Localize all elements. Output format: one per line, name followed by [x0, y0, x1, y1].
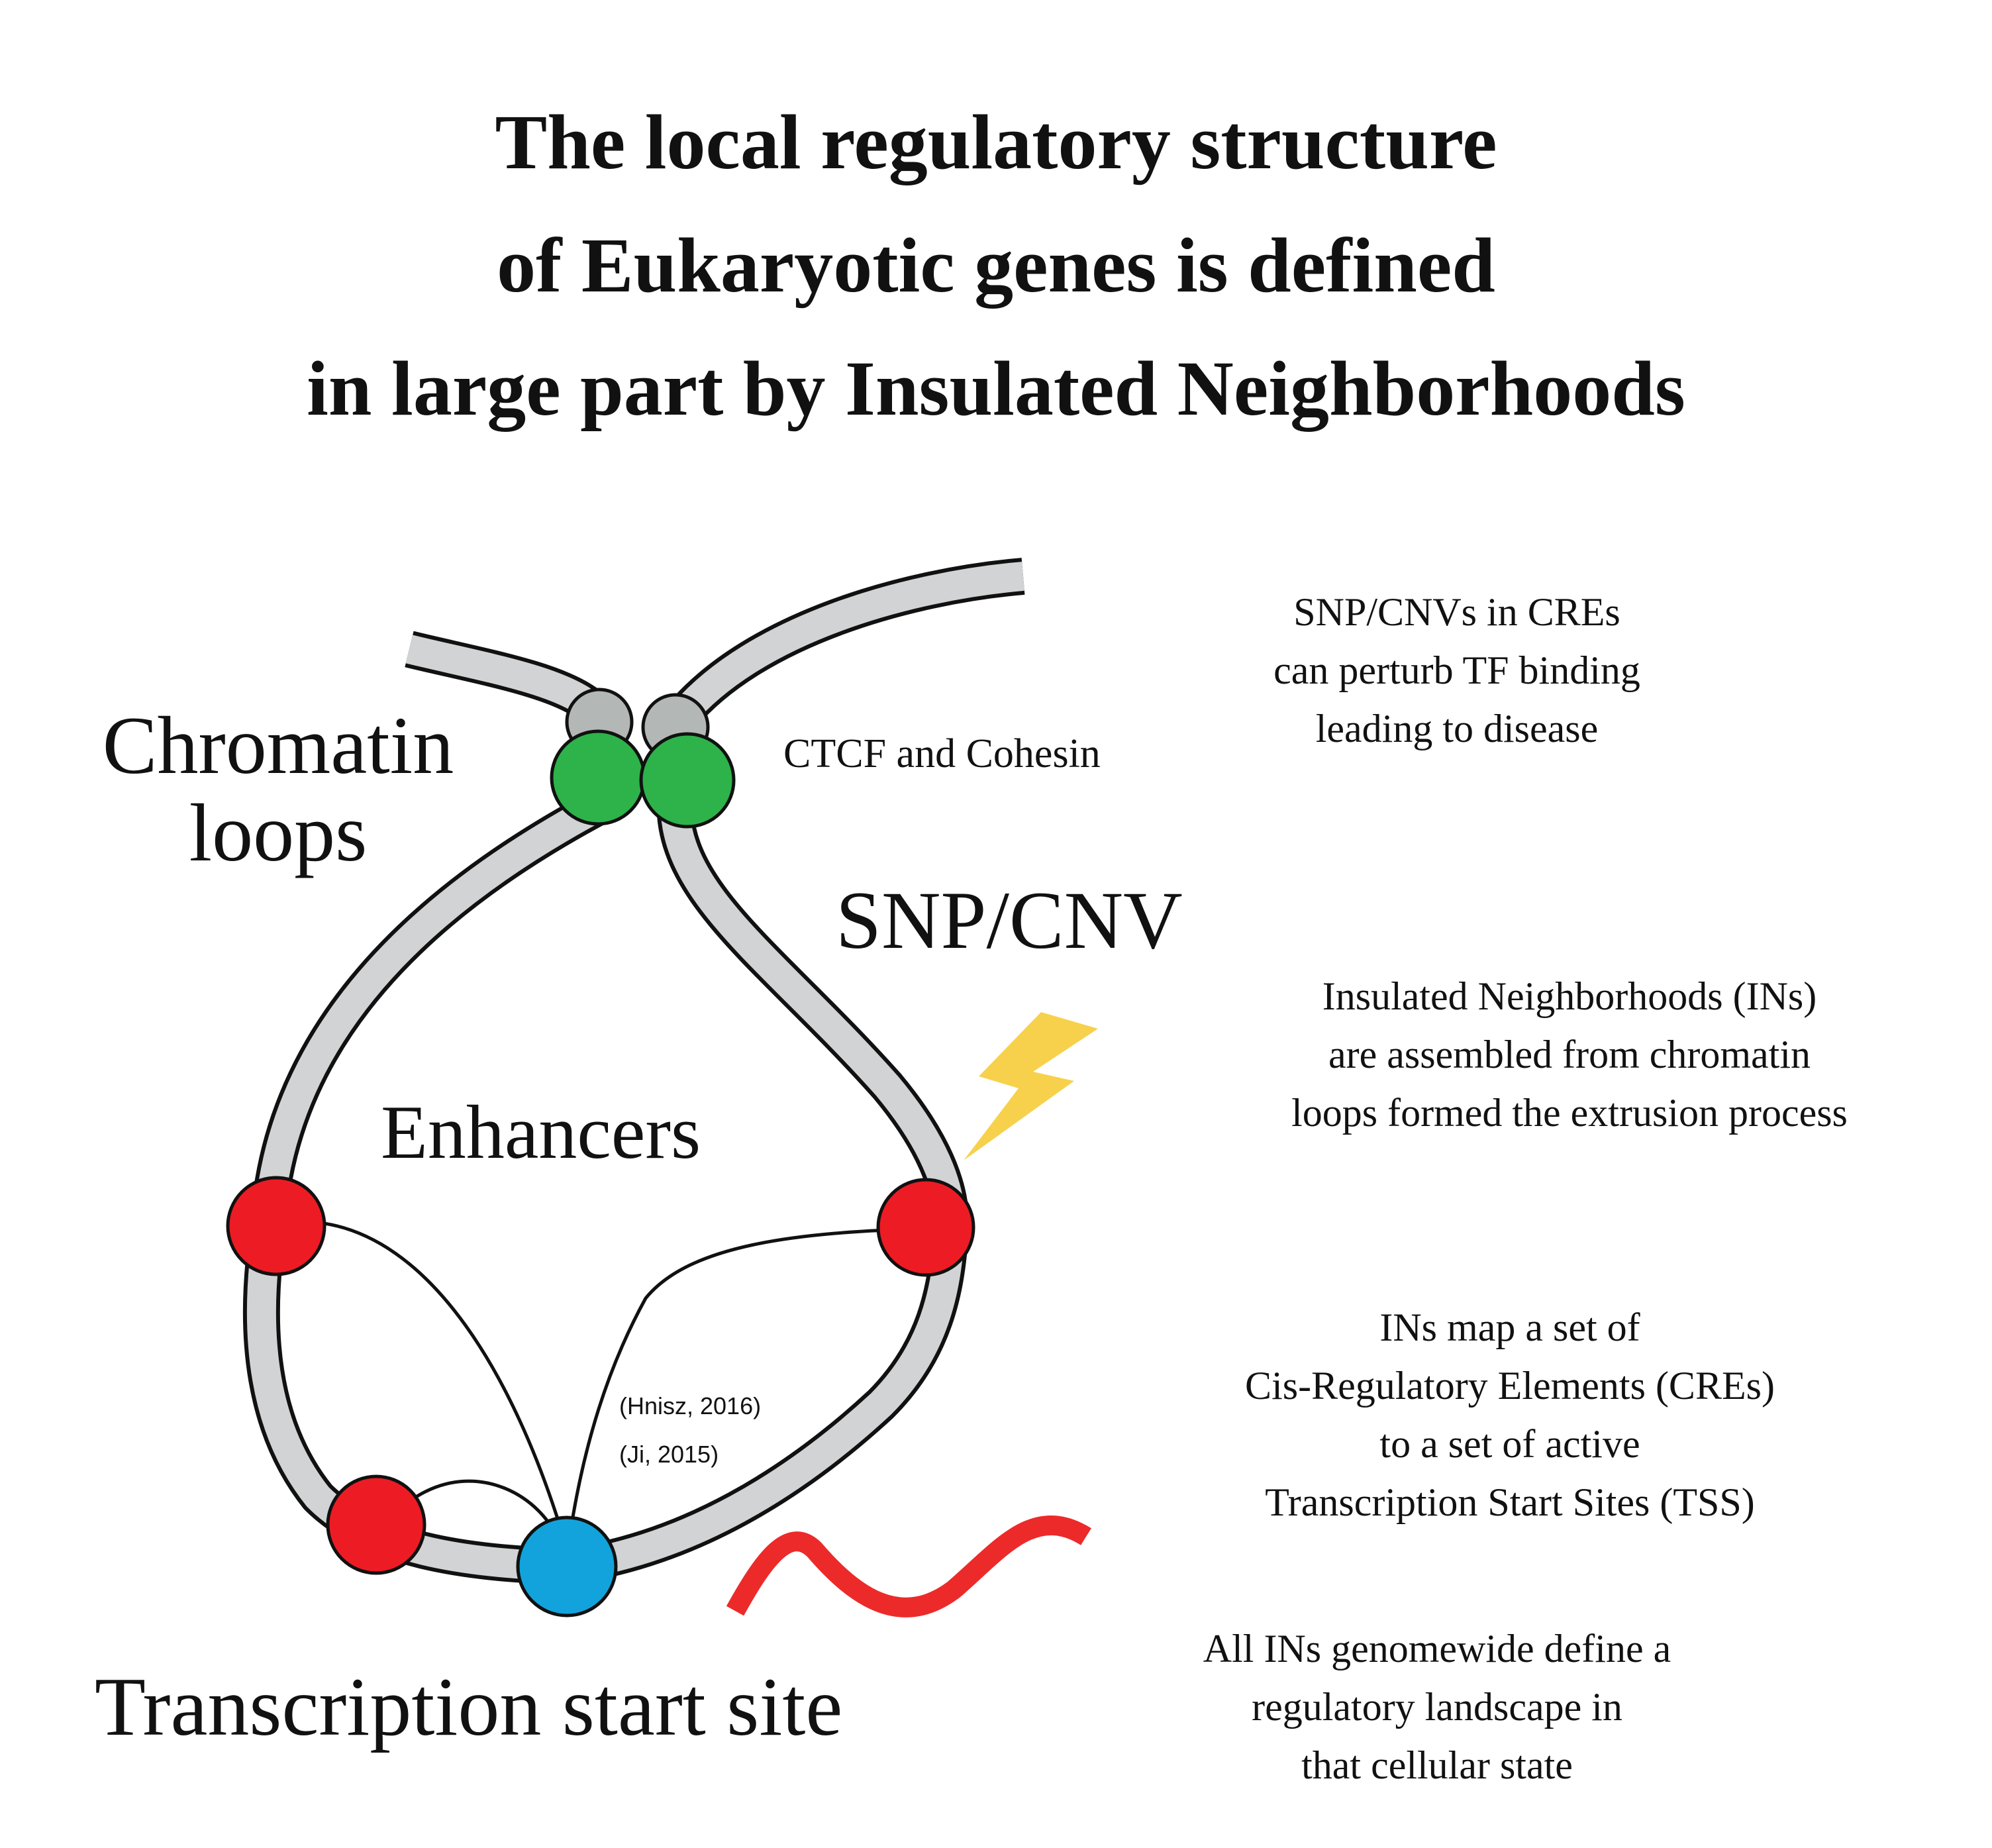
note-line: Cis-Regulatory Elements (CREs) — [1245, 1364, 1775, 1408]
note-line: to a set of active — [1379, 1422, 1640, 1466]
note-line: Transcription Start Sites (TSS) — [1265, 1480, 1755, 1524]
enhancers-label: Enhancers — [381, 1090, 701, 1175]
title-line-3: in large part by Insulated Neighborhoods — [307, 345, 1685, 432]
page-title: The local regulatory structure of Eukary… — [0, 81, 1992, 450]
ctcf-cohesin-label: CTCF and Cohesin — [783, 731, 1101, 776]
note-line: can perturb TF binding — [1273, 648, 1640, 692]
chromatin-label-line-1: Chromatin — [102, 700, 454, 791]
note-line: Insulated Neighborhoods (INs) — [1322, 974, 1817, 1018]
chromatin-label-line-2: loops — [189, 788, 368, 878]
transcript-wave-icon — [726, 1515, 1091, 1617]
lightning-icon — [964, 1012, 1098, 1160]
chromatin-loops-label: Chromatin loops — [66, 702, 490, 877]
title-line-2: of Eukaryotic genes is defined — [497, 222, 1495, 309]
note-cre-mapping: INs map a set of Cis-Regulatory Elements… — [1126, 1298, 1894, 1531]
citation-ji: (Ji, 2015) — [619, 1441, 719, 1468]
enhancer-right — [876, 1178, 975, 1277]
note-insulated-neighborhoods: Insulated Neighborhoods (INs) are assemb… — [1182, 967, 1957, 1142]
note-regulatory-landscape: All INs genomewide define a regulatory l… — [1099, 1619, 1775, 1794]
tss-label: Transcription start site — [95, 1661, 843, 1753]
note-line: are assembled from chromatin — [1328, 1033, 1811, 1076]
note-line: All INs genomewide define a — [1203, 1627, 1671, 1670]
enhancer-bottom — [326, 1474, 426, 1575]
note-line: loops formed the extrusion process — [1291, 1091, 1848, 1135]
enhancer-left — [226, 1176, 326, 1276]
ctcf-right — [639, 732, 736, 829]
arc-enhancer-right-to-tss — [566, 1227, 928, 1547]
note-line: SNP/CNVs in CREs — [1293, 590, 1620, 634]
tss-node — [516, 1515, 618, 1617]
title-line-1: The local regulatory structure — [495, 99, 1497, 185]
note-line: that cellular state — [1301, 1743, 1573, 1787]
note-snp-disease: SNP/CNVs in CREs can perturb TF binding … — [1126, 583, 1788, 758]
note-line: leading to disease — [1315, 707, 1599, 750]
note-line: INs map a set of — [1379, 1306, 1640, 1349]
note-line: regulatory landscape in — [1252, 1685, 1622, 1729]
ctcf-left — [550, 729, 646, 826]
snp-cnv-label: SNP/CNV — [836, 875, 1183, 966]
citation-hnisz: (Hnisz, 2016) — [619, 1392, 762, 1419]
arc-enhancer-left-to-tss — [313, 1220, 568, 1547]
